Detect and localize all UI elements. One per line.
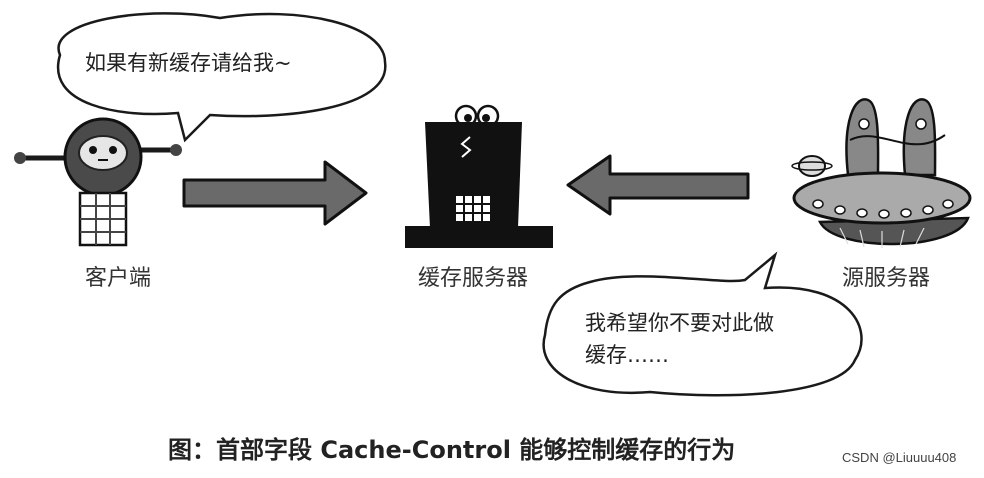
origin-speech-bubble: 我希望你不要对此做 缓存……	[542, 251, 863, 397]
client-speech-bubble: 如果有新缓存请给我~	[56, 12, 387, 143]
hat-window-grid	[456, 196, 490, 221]
origin-bubble-text-line2: 缓存……	[585, 343, 669, 367]
client-robot-icon	[14, 117, 182, 247]
client-label: 客户端	[85, 266, 151, 291]
origin-server-ufo-icon	[791, 98, 972, 248]
watermark: CSDN @Liuuuu408	[842, 450, 956, 465]
cache-server-hat-icon	[405, 104, 553, 248]
origin-server-label: 源服务器	[842, 266, 930, 291]
client-bubble-text: 如果有新缓存请给我~	[85, 51, 292, 75]
arrow-origin-to-cache	[566, 154, 750, 216]
cache-server-label: 缓存服务器	[418, 266, 528, 291]
figure-caption: 图：首部字段 Cache-Control 能够控制缓存的行为	[168, 436, 735, 464]
origin-bubble-text-line1: 我希望你不要对此做	[585, 311, 774, 335]
arrow-client-to-cache	[182, 160, 368, 226]
